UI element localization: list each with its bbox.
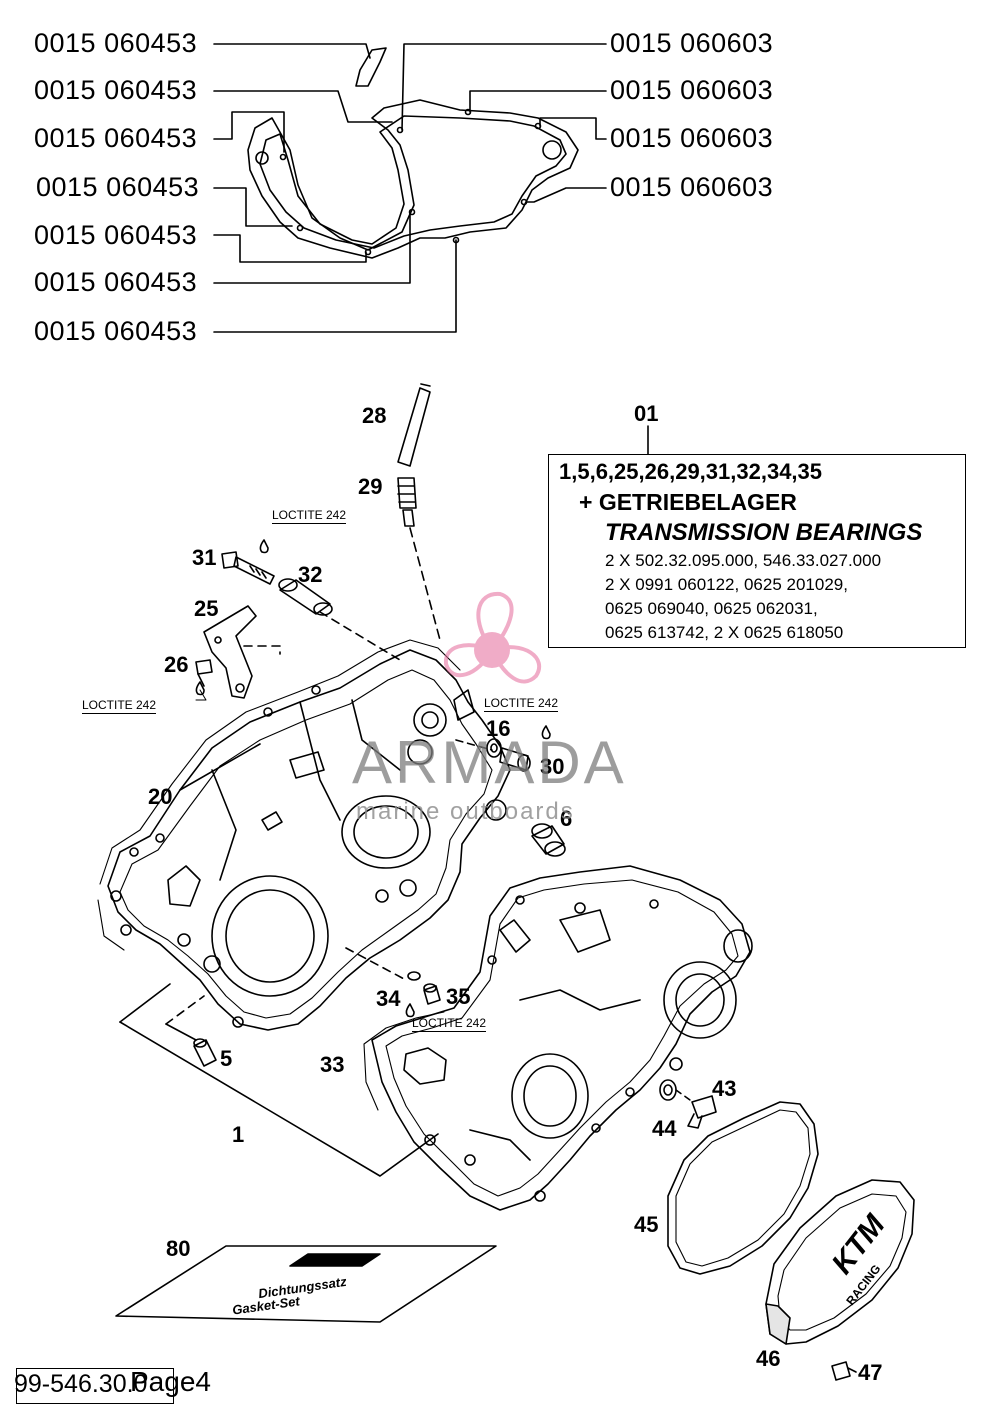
vent-hose	[397, 383, 431, 467]
part-number-47: 47	[858, 1360, 883, 1385]
part-number-31: 31	[192, 545, 217, 570]
part-number-34: 34	[376, 986, 401, 1011]
spacer-32	[278, 578, 401, 661]
gasket-ref-left-5: 0015 060453	[34, 220, 198, 250]
loctite-note-1: LOCTITE 242	[272, 508, 347, 524]
gasket-33	[363, 1011, 445, 1111]
part-number-5: 5	[220, 1046, 233, 1071]
gasket-ref-right-2: 0015 060603	[610, 75, 774, 105]
bolt-31	[221, 551, 275, 585]
pin-30	[455, 739, 531, 772]
ignition-cover-46: KTM RACING	[765, 1179, 915, 1345]
gasket-ref-right-3: 0015 060603	[610, 123, 774, 153]
bolt-26	[195, 659, 213, 701]
part-number-33: 33	[320, 1052, 345, 1077]
gasket-ref-left-4: 0015 060453	[36, 172, 200, 202]
kit-line-1: 2 X 502.32.095.000, 546.33.027.000	[605, 551, 882, 570]
gasket-ref-right-4: 0015 060603	[610, 172, 774, 202]
watermark-tagline: marine outboards	[356, 798, 575, 825]
part-number-25: 25	[194, 596, 219, 621]
part-number-43: 43	[712, 1076, 737, 1101]
kit-parts-list: 1,5,6,25,26,29,31,32,34,35	[559, 459, 823, 484]
watermark-brand: ARMADA	[352, 729, 627, 796]
part-number-32: 32	[298, 562, 323, 587]
footer-code-box	[16, 1368, 174, 1404]
washer-44	[659, 1079, 677, 1101]
bearing-16	[486, 738, 502, 758]
svg-text:KTM: KTM	[826, 1208, 893, 1280]
crankcase-left	[107, 649, 511, 1031]
part-number-29: 29	[358, 474, 383, 499]
part-number-01: 01	[634, 401, 659, 426]
part-number-45: 45	[634, 1212, 659, 1237]
part-number-46: 46	[756, 1346, 781, 1371]
bolt-35	[423, 983, 441, 1005]
kit-line-2: 2 X 0991 060122, 0625 201029,	[605, 575, 848, 594]
part-number-26: 26	[164, 652, 189, 677]
crankcase-gasket	[247, 47, 579, 259]
hose-fitting	[397, 477, 441, 641]
gasket-ref-left-3: 0015 060453	[34, 123, 198, 153]
footer-code: 99-546.30.0	[14, 1370, 148, 1398]
crankcase-right	[371, 865, 753, 1211]
gasket-ref-left-2: 0015 060453	[34, 75, 198, 105]
gasket-ref-left-7: 0015 060453	[34, 316, 198, 346]
gasket-ref-left-6: 0015 060453	[34, 267, 198, 297]
part-number-1: 1	[232, 1122, 245, 1147]
part-number-30: 30	[540, 754, 565, 779]
gasket-leaders-right	[401, 43, 607, 203]
kit-line-4: 0625 613742, 2 X 0625 618050	[605, 623, 844, 642]
kit-title-de: + GETRIEBELAGER	[579, 489, 797, 515]
kit-line-3: 0625 069040, 0625 062031,	[605, 599, 818, 618]
gasket-ref-right-1: 0015 060603	[610, 28, 774, 58]
drain-plug-43	[675, 1089, 717, 1129]
part-number-35: 35	[446, 984, 471, 1009]
loctite-note-4: LOCTITE 242	[412, 1016, 487, 1032]
dowel-5	[193, 1038, 217, 1067]
loctite-drops	[195, 539, 551, 1018]
part-number-28: 28	[362, 403, 387, 428]
part-number-44: 44	[652, 1116, 677, 1141]
page-label: Page4	[130, 1366, 211, 1397]
gasket-set-sheet	[115, 1245, 497, 1323]
bearing-6	[531, 823, 566, 857]
part-number-16: 16	[486, 716, 511, 741]
gasket-leaders-left	[213, 43, 457, 333]
part-number-6: 6	[560, 806, 573, 831]
part-1-bracket	[119, 947, 439, 1177]
kit-title-en: TRANSMISSION BEARINGS	[605, 519, 923, 546]
part-number-20: 20	[148, 784, 173, 809]
gasket-20	[97, 639, 461, 951]
part-number-80: 80	[166, 1236, 191, 1261]
kit-contents-box: 1,5,6,25,26,29,31,32,34,35 + GETRIEBELAG…	[548, 454, 966, 648]
washer-34	[407, 971, 421, 981]
loctite-note-3: LOCTITE 242	[484, 696, 559, 712]
watermark-logo	[443, 591, 542, 684]
gasket-ref-left-1: 0015 060453	[34, 28, 198, 58]
screw-47	[831, 1361, 857, 1381]
loctite-note-2: LOCTITE 242	[82, 698, 157, 714]
gasket-45	[667, 1101, 819, 1275]
bracket-25	[203, 605, 281, 699]
